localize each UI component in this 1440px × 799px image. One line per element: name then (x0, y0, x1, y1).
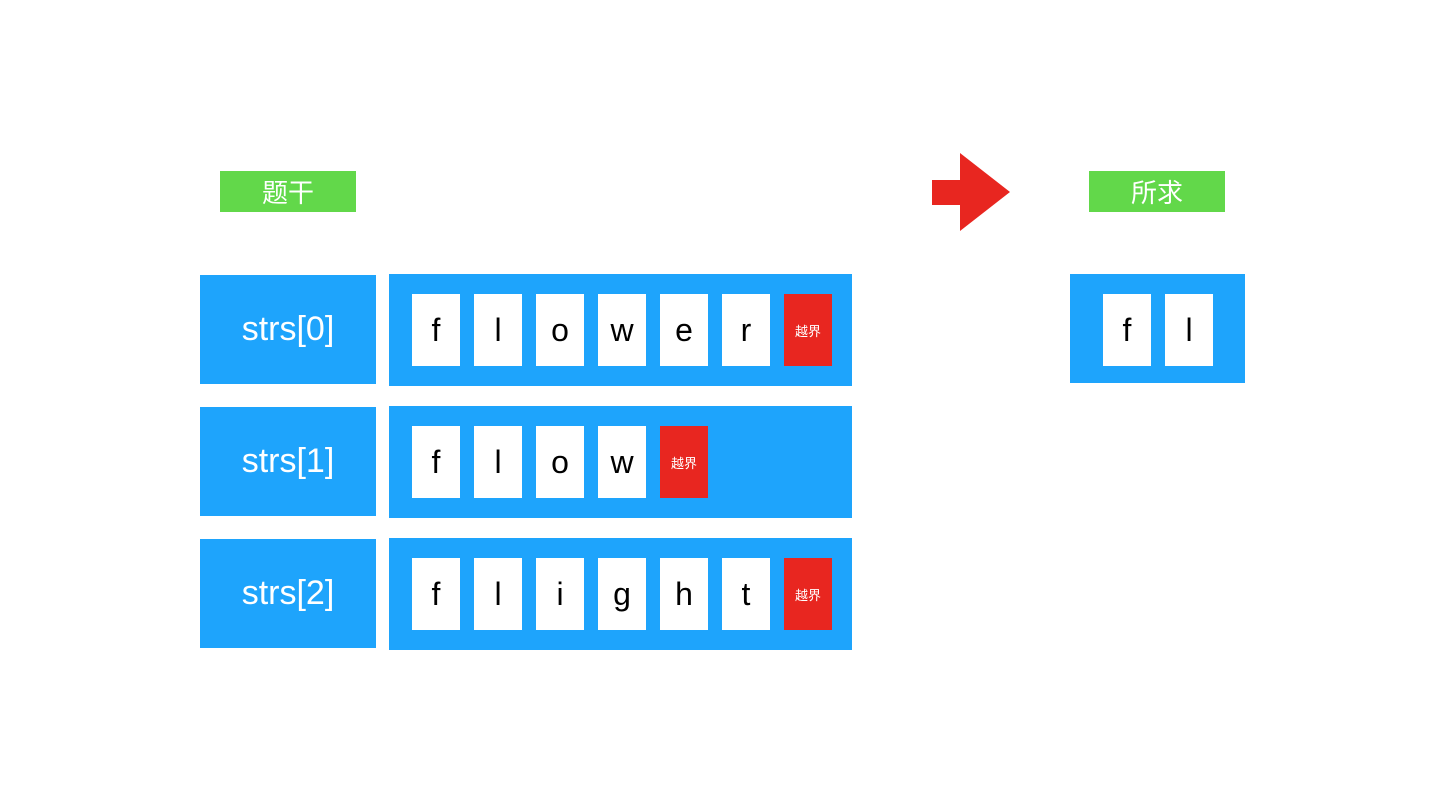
given-badge: 题干 (220, 171, 356, 212)
char-cell: h (660, 558, 708, 630)
char-cell: o (536, 426, 584, 498)
char-cell: o (536, 294, 584, 366)
out-of-bounds-cell: 越界 (660, 426, 708, 498)
string-row-2: f l i g h t 越界 (389, 538, 852, 650)
result-row: f l (1070, 274, 1245, 383)
char-cell: r (722, 294, 770, 366)
row-label-strs-2: strs[2] (200, 539, 376, 648)
result-badge: 所求 (1089, 171, 1225, 212)
char-cell: f (412, 426, 460, 498)
right-arrow-icon (932, 153, 1010, 231)
char-cell: g (598, 558, 646, 630)
char-cell: f (412, 558, 460, 630)
string-row-0: f l o w e r 越界 (389, 274, 852, 386)
char-cell: t (722, 558, 770, 630)
string-row-1: f l o w 越界 (389, 406, 852, 518)
char-cell: l (474, 294, 522, 366)
char-cell: f (412, 294, 460, 366)
char-cell: w (598, 426, 646, 498)
row-label-strs-1: strs[1] (200, 407, 376, 516)
char-cell: w (598, 294, 646, 366)
result-char-cell: f (1103, 294, 1151, 366)
char-cell: i (536, 558, 584, 630)
out-of-bounds-cell: 越界 (784, 558, 832, 630)
result-char-cell: l (1165, 294, 1213, 366)
char-cell: l (474, 426, 522, 498)
row-label-strs-0: strs[0] (200, 275, 376, 384)
char-cell: l (474, 558, 522, 630)
char-cell: e (660, 294, 708, 366)
out-of-bounds-cell: 越界 (784, 294, 832, 366)
